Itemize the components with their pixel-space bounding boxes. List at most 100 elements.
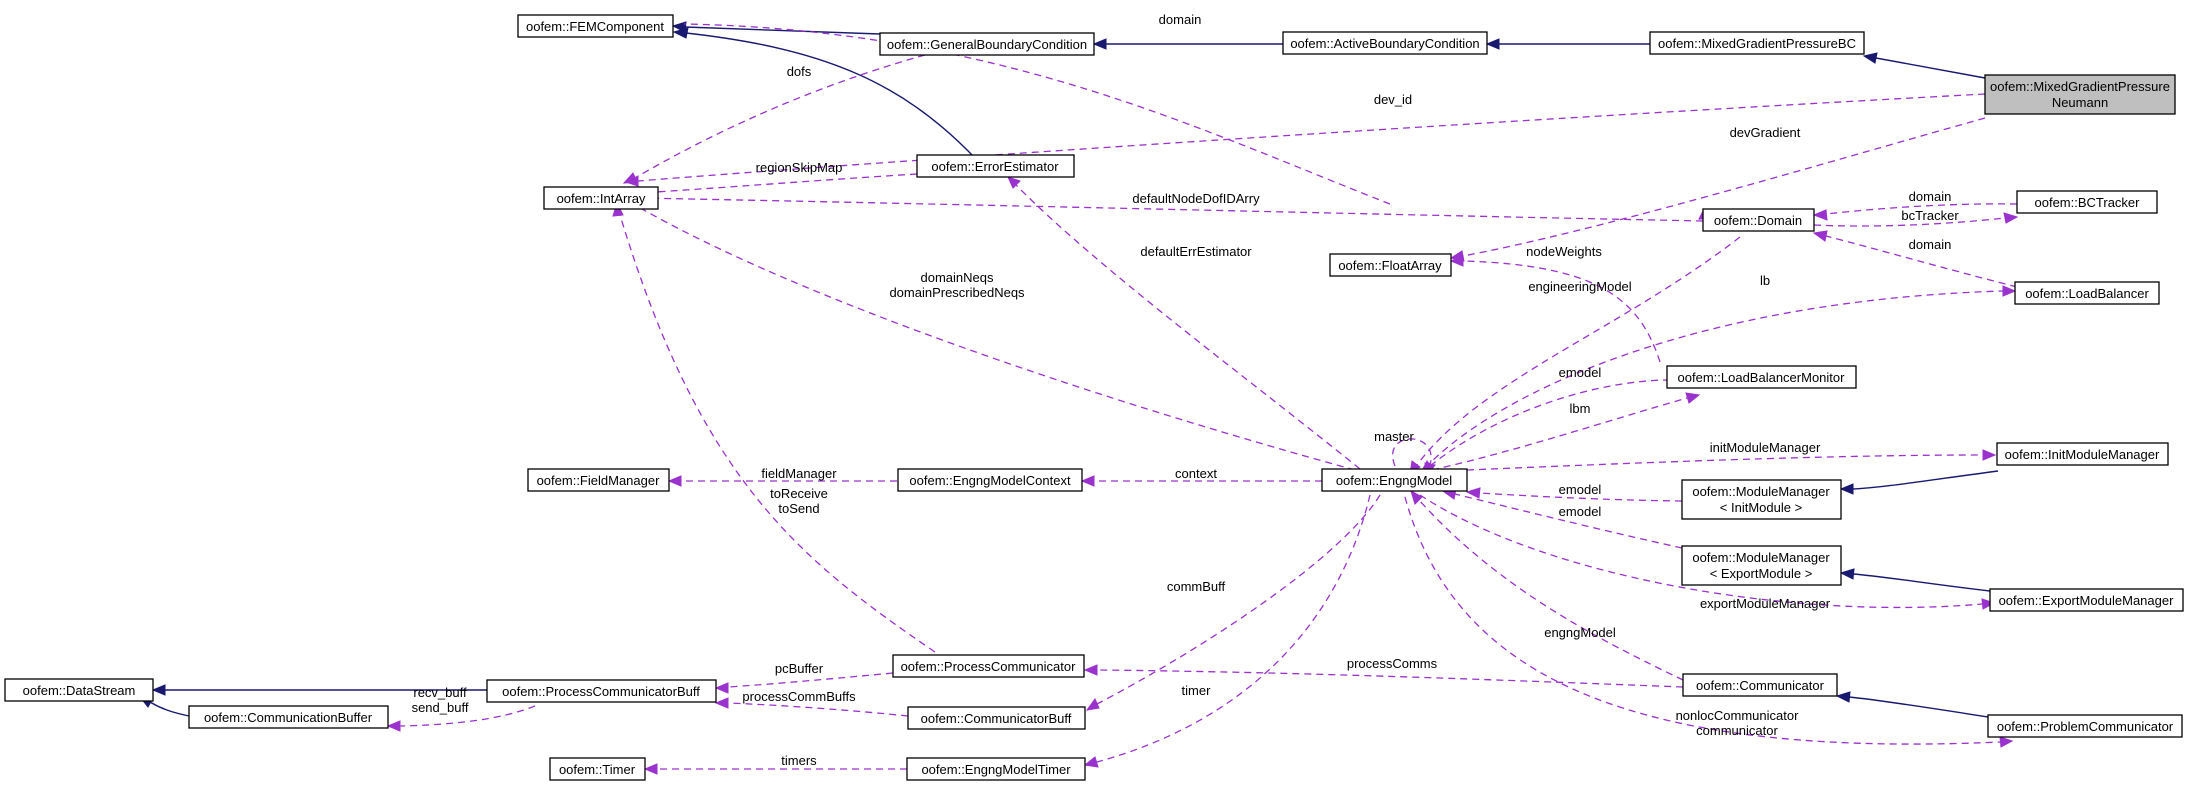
edge-to-receive-to-send bbox=[612, 201, 936, 653]
node-engng-model-context[interactable]: oofem::EngngModelContext bbox=[897, 468, 1083, 492]
label-field-manager: fieldManager bbox=[761, 466, 837, 481]
edge-loadbalancer-domain bbox=[1812, 230, 2018, 288]
edge-default-err-estimator bbox=[1007, 176, 1361, 470]
node-label: oofem::Timer bbox=[559, 762, 636, 777]
label-init-module-manager: initModuleManager bbox=[1710, 440, 1821, 455]
node-label-line2: < InitModule > bbox=[1720, 500, 1802, 515]
label-pc-buffer: pcBuffer bbox=[775, 661, 824, 676]
node-label: oofem::ProcessCommunicatorBuff bbox=[502, 684, 700, 699]
node-engng-model[interactable]: oofem::EngngModel bbox=[1321, 468, 1468, 492]
edge-bctracker-domain bbox=[1812, 203, 2018, 221]
label-dev-id: dev_id bbox=[1374, 92, 1412, 107]
edge-exportmm-to-modulemanager bbox=[1839, 568, 1991, 592]
node-problem-communicator[interactable]: oofem::ProblemCommunicator bbox=[1987, 714, 2183, 738]
label-lb: lb bbox=[1760, 273, 1770, 288]
node-femcomponent[interactable]: oofem::FEMComponent bbox=[517, 14, 674, 38]
node-label: oofem::EngngModelTimer bbox=[921, 762, 1071, 777]
node-label: oofem::FloatArray bbox=[1338, 258, 1442, 273]
node-label: oofem::ExportModuleManager bbox=[1999, 593, 2175, 608]
node-error-estimator[interactable]: oofem::ErrorEstimator bbox=[916, 154, 1075, 178]
node-communicator-buff[interactable]: oofem::CommunicatorBuff bbox=[907, 706, 1086, 730]
edge-process-comm-buffs bbox=[714, 697, 909, 717]
node-label: oofem::CommunicatorBuff bbox=[921, 711, 1072, 726]
label-export-module-manager: exportModuleManager bbox=[1700, 596, 1831, 611]
node-label: oofem::GeneralBoundaryCondition bbox=[887, 37, 1087, 52]
node-intarray[interactable]: oofem::IntArray bbox=[543, 186, 659, 210]
node-label: oofem::DataStream bbox=[23, 683, 136, 698]
node-general-boundary-condition[interactable]: oofem::GeneralBoundaryCondition bbox=[879, 32, 1095, 56]
edge-mgpneumann-to-mixedgpbc bbox=[1862, 52, 1986, 79]
node-process-communicator[interactable]: oofem::ProcessCommunicator bbox=[892, 654, 1085, 678]
edge-problemcomm-to-communicator bbox=[1835, 691, 1989, 718]
node-load-balancer-monitor[interactable]: oofem::LoadBalancerMonitor bbox=[1666, 365, 1857, 389]
label-dev-gradient: devGradient bbox=[1730, 125, 1801, 140]
node-init-module-manager[interactable]: oofem::InitModuleManager bbox=[1996, 442, 2169, 466]
node-communication-buffer[interactable]: oofem::CommunicationBuffer bbox=[188, 705, 389, 729]
node-label: oofem::ErrorEstimator bbox=[931, 159, 1059, 174]
edge-emodel-init bbox=[1465, 487, 1683, 502]
edge-init-module-manager bbox=[1466, 449, 1997, 471]
node-bctracker[interactable]: oofem::BCTracker bbox=[2016, 190, 2158, 214]
edge-recv-send-buff bbox=[386, 705, 536, 732]
label-timers: timers bbox=[781, 753, 817, 768]
node-label-line1: oofem::MixedGradientPressure bbox=[1990, 79, 2170, 94]
node-timer[interactable]: oofem::Timer bbox=[549, 757, 646, 781]
usage-edges bbox=[386, 23, 2019, 775]
node-label: oofem::LoadBalancerMonitor bbox=[1678, 370, 1846, 385]
label-bct-domain: domain bbox=[1909, 189, 1952, 204]
node-label: oofem::BCTracker bbox=[2035, 195, 2141, 210]
node-mixed-gradient-pressure-neumann[interactable]: oofem::MixedGradientPressure Neumann bbox=[1984, 74, 2176, 115]
node-export-module-manager[interactable]: oofem::ExportModuleManager bbox=[1989, 588, 2184, 612]
label-bctracker: bcTracker bbox=[1901, 208, 1959, 223]
node-engng-model-timer[interactable]: oofem::EngngModelTimer bbox=[906, 757, 1086, 781]
edge-lb bbox=[1424, 285, 2017, 469]
node-load-balancer[interactable]: oofem::LoadBalancer bbox=[2014, 281, 2160, 305]
edge-nonloc-communicator bbox=[1404, 496, 2014, 748]
node-float-array[interactable]: oofem::FloatArray bbox=[1329, 253, 1452, 277]
node-field-manager[interactable]: oofem::FieldManager bbox=[527, 468, 670, 492]
label-emodel-export: emodel bbox=[1559, 504, 1602, 519]
label-engng-model: engngModel bbox=[1544, 625, 1616, 640]
label-emodel-lbm: emodel bbox=[1559, 365, 1602, 380]
label-lbm: lbm bbox=[1570, 401, 1591, 416]
edge-comm-buff bbox=[1085, 494, 1381, 711]
node-label: oofem::ProcessCommunicator bbox=[901, 659, 1077, 674]
edge-process-comms bbox=[1083, 664, 1684, 688]
edge-export-module-manager bbox=[1419, 494, 1996, 610]
label-comm-buff: commBuff bbox=[1167, 579, 1226, 594]
edge-context bbox=[1080, 475, 1322, 487]
edge-node-weights bbox=[1449, 255, 1661, 363]
node-active-boundary-condition[interactable]: oofem::ActiveBoundaryCondition bbox=[1282, 31, 1488, 55]
node-label: oofem::Communicator bbox=[1696, 678, 1825, 693]
node-label: oofem::EngngModel bbox=[1336, 473, 1452, 488]
label-region-skip-map: regionSkipMap bbox=[756, 160, 843, 175]
node-label: oofem::IntArray bbox=[557, 191, 646, 206]
edge-dev-id bbox=[624, 93, 1986, 187]
label-emodel-init: emodel bbox=[1559, 482, 1602, 497]
label-default-node-dofid-array: defaultNodeDofIDArry bbox=[1132, 191, 1260, 206]
node-label: oofem::Domain bbox=[1714, 213, 1802, 228]
edge-timers bbox=[643, 763, 907, 775]
label-send-buff: send_buff bbox=[412, 700, 469, 715]
node-label: oofem::InitModuleManager bbox=[2005, 447, 2160, 462]
label-recv-buff: recv_buff bbox=[413, 685, 467, 700]
label-communicator: communicator bbox=[1696, 723, 1778, 738]
node-process-communicator-buff[interactable]: oofem::ProcessCommunicatorBuff bbox=[486, 679, 717, 703]
edge-mixedgpbc-to-activebc bbox=[1485, 38, 1650, 50]
node-module-manager-init[interactable]: oofem::ModuleManager < InitModule > bbox=[1681, 479, 1842, 520]
edge-timer bbox=[1083, 494, 1371, 768]
label-domain-neqs: domainNeqs bbox=[921, 270, 994, 285]
node-label: oofem::ProblemCommunicator bbox=[1997, 719, 2174, 734]
label-domain-top: domain bbox=[1159, 12, 1202, 27]
node-communicator[interactable]: oofem::Communicator bbox=[1682, 673, 1838, 697]
class-nodes: oofem::FEMComponent oofem::GeneralBounda… bbox=[4, 14, 2184, 781]
label-process-comms: processComms bbox=[1347, 656, 1438, 671]
node-mixed-gradient-pressure-bc[interactable]: oofem::MixedGradientPressureBC bbox=[1649, 31, 1865, 55]
node-module-manager-export[interactable]: oofem::ModuleManager < ExportModule > bbox=[1681, 545, 1842, 586]
node-data-stream[interactable]: oofem::DataStream bbox=[4, 678, 154, 702]
node-label: oofem::FEMComponent bbox=[526, 19, 664, 34]
label-process-comm-buffs: processCommBuffs bbox=[742, 689, 856, 704]
label-to-send: toSend bbox=[778, 501, 819, 516]
node-domain[interactable]: oofem::Domain bbox=[1702, 208, 1815, 232]
